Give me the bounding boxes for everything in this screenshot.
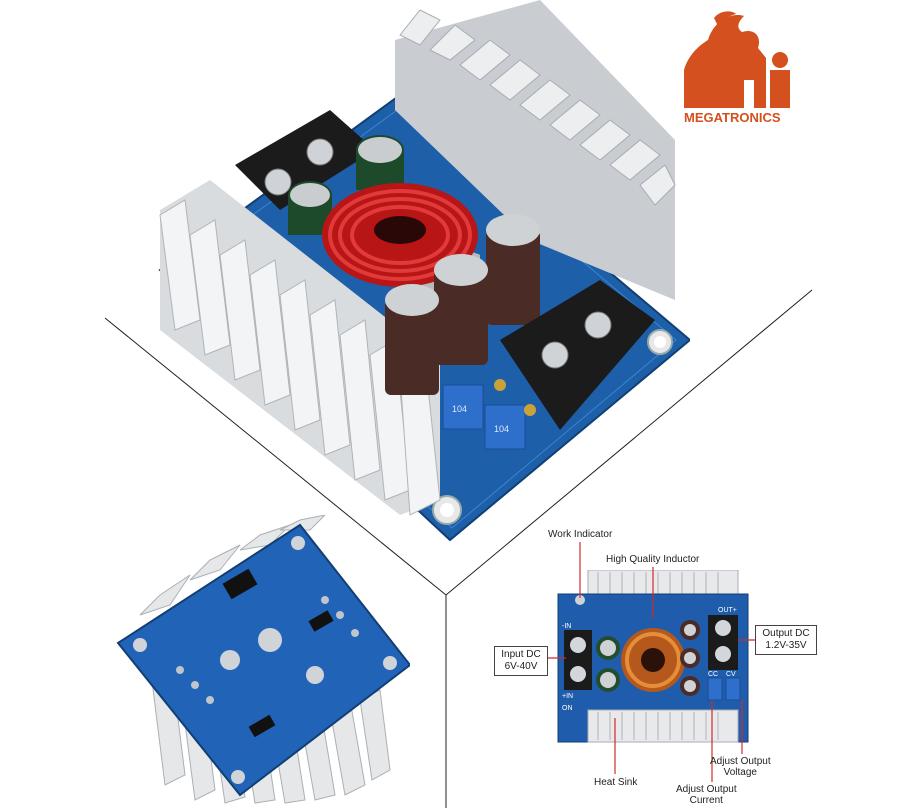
adjust-current-line1: Adjust Output: [676, 784, 737, 795]
mark-in-plus: +IN: [562, 693, 573, 700]
output-dc-line1: Output DC: [762, 628, 810, 639]
mark-cv: CV: [726, 671, 736, 678]
label-heat-sink: Heat Sink: [594, 777, 638, 788]
main-product-photo: 104 104: [158, 0, 690, 542]
pot-label-2: 104: [494, 424, 509, 434]
adjust-voltage-line1: Adjust Output: [710, 756, 771, 767]
adjust-current-line2: Current: [689, 795, 723, 806]
adjust-voltage-line2: Voltage: [723, 767, 757, 778]
output-dc-line2: 1.2V-35V: [765, 640, 807, 651]
mark-out-plus: OUT+: [718, 607, 737, 614]
pot-label-1: 104: [452, 404, 467, 414]
brand-name: MEGATRONICS: [684, 110, 781, 125]
label-input-dc: Input DC 6V-40V: [494, 646, 548, 676]
label-output-dc: Output DC 1.2V-35V: [755, 625, 817, 655]
label-adjust-voltage: Adjust Output Voltage: [710, 756, 771, 778]
megatronics-logo: MEGATRONICS: [684, 10, 802, 125]
label-inductor: High Quality Inductor: [606, 554, 700, 565]
annotated-board-photo: -IN +IN ON OUT+ CC CV: [557, 570, 749, 743]
label-adjust-current: Adjust Output Current: [676, 784, 737, 806]
board-back-photo: [116, 515, 410, 804]
label-work-indicator: Work Indicator: [548, 529, 613, 540]
mark-in-minus: -IN: [562, 623, 571, 630]
mark-cc: CC: [708, 671, 718, 678]
logo-mascot-icon: [684, 11, 790, 108]
input-dc-line2: 6V-40V: [504, 661, 538, 672]
mark-on: ON: [562, 705, 573, 712]
input-dc-line1: Input DC: [501, 649, 541, 660]
